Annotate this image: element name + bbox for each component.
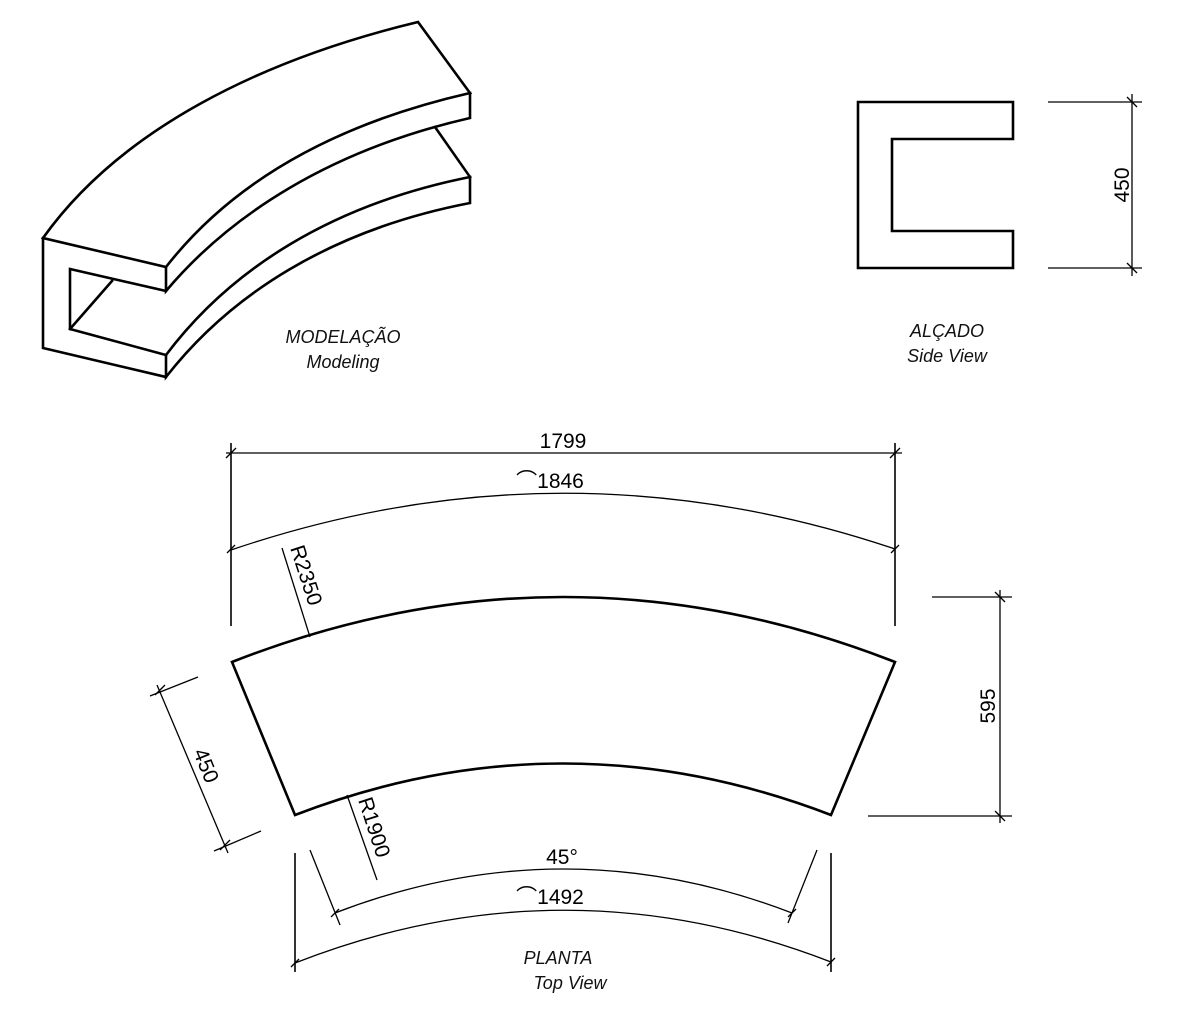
overall-depth-dimension: 595	[868, 590, 1012, 823]
top-view-shape	[230, 595, 897, 817]
side-view-height-dimension: 450	[1048, 94, 1142, 276]
depth-dimension: 450	[149, 676, 262, 854]
outer-radius-value: R2350	[285, 542, 326, 608]
angle-dimension: 45°	[309, 846, 818, 926]
chord-length-value: 1799	[540, 430, 587, 453]
chord-dimension: 1799	[225, 430, 902, 626]
side-height-value: 450	[1111, 167, 1134, 202]
outer-arc-dimension: ⌒1846	[226, 470, 900, 554]
depth-value: 450	[188, 745, 222, 786]
top-view-subtitle: Top View	[533, 973, 607, 993]
inner-radius-leader: R1900	[346, 794, 394, 881]
inner-radius-value: R1900	[353, 794, 394, 860]
modeling-subtitle: Modeling	[306, 352, 379, 372]
outer-radius-leader: R2350	[281, 542, 326, 638]
isometric-model	[40, 20, 473, 381]
outer-arc-length-value: ⌒1846	[516, 470, 584, 493]
side-view-subtitle: Side View	[907, 346, 988, 366]
side-view-profile	[856, 100, 1015, 270]
top-view-title: PLANTA	[524, 948, 593, 968]
inner-arc-length-value: ⌒1492	[516, 886, 584, 909]
overall-depth-value: 595	[977, 688, 1000, 723]
side-view-title: ALÇADO	[909, 321, 984, 341]
modeling-title: MODELAÇÃO	[285, 326, 400, 347]
inner-arc-dimension: ⌒1492	[290, 853, 836, 972]
angle-value: 45°	[546, 846, 578, 869]
